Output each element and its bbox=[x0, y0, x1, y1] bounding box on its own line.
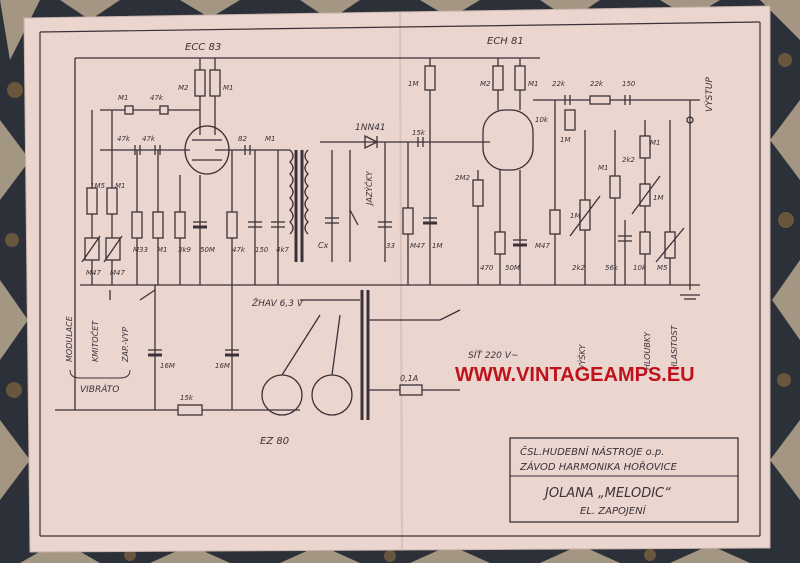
value-label: 150 bbox=[622, 80, 636, 88]
value-label: M33 bbox=[133, 246, 148, 254]
control-label-vysky: VÝŠKY bbox=[576, 343, 587, 370]
value-label: 1M bbox=[570, 212, 581, 220]
value-label: M1 bbox=[598, 164, 609, 172]
value-label: 22k bbox=[552, 80, 566, 88]
value-label: M1 bbox=[223, 84, 234, 92]
paper bbox=[23, 5, 771, 553]
title-maker-line2: ZÁVOD HARMONIKA HOŘOVICE bbox=[519, 460, 678, 473]
value-label: M2 bbox=[480, 80, 491, 88]
value-label: 470 bbox=[480, 264, 494, 272]
tube-label-ech81: ECH 81 bbox=[487, 36, 524, 47]
fuse-label: 0,1A bbox=[400, 374, 418, 383]
value-label: 1M5 bbox=[90, 182, 105, 190]
value-label: 47k bbox=[232, 246, 246, 254]
value-label: M2 bbox=[178, 84, 189, 92]
value-label: 16M bbox=[160, 362, 175, 370]
control-label-modulace: MODULACE bbox=[65, 315, 74, 362]
title-model: JOLANA „MELODIC“ bbox=[542, 486, 671, 501]
control-label-zap-vyp: ZAP.-VYP bbox=[121, 327, 130, 363]
control-label-hloubky: HLOUBKY bbox=[643, 331, 652, 370]
value-label: 1M bbox=[432, 242, 443, 250]
value-label: 47k bbox=[150, 94, 164, 102]
value-label: 150 bbox=[255, 246, 269, 254]
value-label: 10k bbox=[633, 264, 647, 272]
value-label: M1 bbox=[265, 135, 276, 143]
tube-label-ecc83: ECC 83 bbox=[185, 42, 221, 53]
output-label: VÝSTUP bbox=[703, 77, 715, 112]
value-label: 3k9 bbox=[178, 246, 192, 254]
value-label: M1 bbox=[118, 94, 129, 102]
value-label: M47 bbox=[86, 269, 101, 277]
diode-label: 1NN41 bbox=[355, 123, 386, 133]
value-label: M5 bbox=[657, 264, 668, 272]
value-label: 2M2 bbox=[455, 174, 470, 182]
value-label: 33 bbox=[386, 242, 395, 250]
value-label: 1M bbox=[408, 80, 419, 88]
heater-label: ŽHAV 6,3 V bbox=[251, 297, 304, 309]
title-maker-line1: ČSL.HUDEBNÍ NÁSTROJE o.p. bbox=[520, 445, 664, 458]
value-label: 22k bbox=[590, 80, 604, 88]
cx-label: Cx bbox=[318, 241, 329, 250]
value-label: 50M bbox=[200, 246, 215, 254]
title-block: ČSL.HUDEBNÍ NÁSTROJE o.p. ZÁVOD HARMONIK… bbox=[509, 437, 739, 523]
value-label: 47k bbox=[142, 135, 156, 143]
value-label: 1M bbox=[560, 136, 571, 144]
control-label-vibrato: VIBRÁTO bbox=[80, 383, 119, 395]
value-label: M1 bbox=[157, 246, 168, 254]
value-label: 56k bbox=[605, 264, 619, 272]
value-label: 16M bbox=[215, 362, 230, 370]
value-label: 50M bbox=[505, 264, 520, 272]
value-label: M1 bbox=[650, 139, 661, 147]
control-label-hlasitost: HLASITOST bbox=[670, 324, 679, 370]
value-label: 2k2 bbox=[622, 156, 636, 164]
value-label: M47 bbox=[535, 242, 550, 250]
mains-label: SÍŤ 220 V~ bbox=[468, 349, 518, 361]
value-label: 1M bbox=[653, 194, 664, 202]
watermark-text: WWW.VINTAGEAMPS.EU bbox=[455, 364, 695, 386]
title-subtitle: EL. ZAPOJENÍ bbox=[580, 504, 647, 517]
value-label: M1 bbox=[528, 80, 539, 88]
circuit-wiring bbox=[55, 57, 700, 420]
value-label: 4k7 bbox=[276, 246, 290, 254]
value-label: 47k bbox=[117, 135, 131, 143]
value-label: 2k2 bbox=[572, 264, 586, 272]
value-label: 10k bbox=[535, 116, 549, 124]
reeds-label: JAZÝČKY bbox=[363, 170, 374, 207]
value-label: M1 bbox=[115, 182, 126, 190]
control-label-kmitocet: KMITOČET bbox=[89, 320, 100, 362]
value-label: 15k bbox=[412, 129, 426, 137]
value-label: M47 bbox=[110, 269, 125, 277]
tube-label-ez80: EZ 80 bbox=[260, 436, 289, 447]
value-label: 82 bbox=[238, 135, 247, 143]
value-label: M47 bbox=[410, 242, 425, 250]
value-label: 15k bbox=[180, 394, 194, 402]
